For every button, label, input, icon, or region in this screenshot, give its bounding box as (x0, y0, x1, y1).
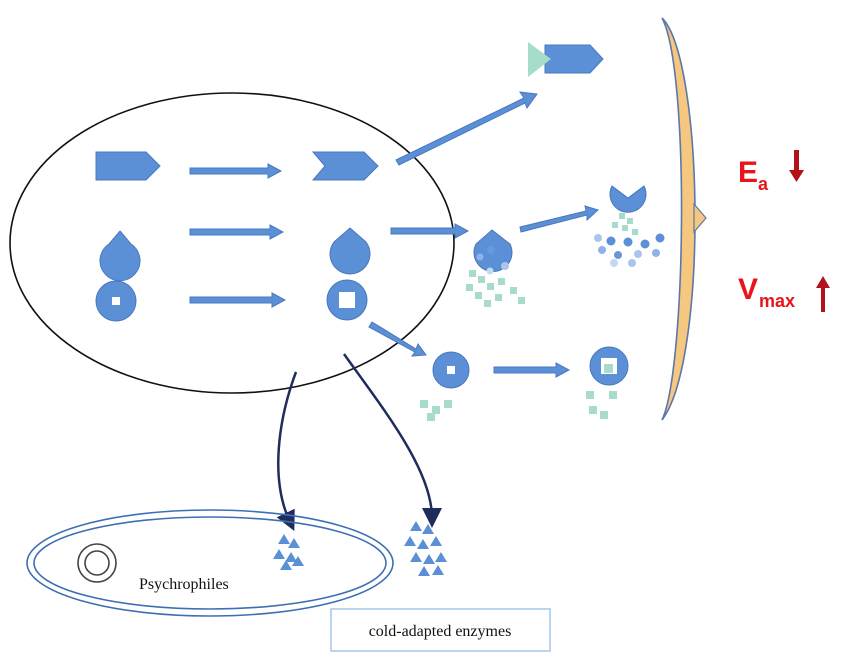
green-substrate-triangle-icon (528, 42, 551, 77)
pacman-enzyme-icon-4 (609, 185, 647, 213)
enzyme-substrate-complex (466, 229, 525, 307)
down-arrow-icon (789, 150, 804, 182)
ring-substrate-complex (420, 351, 470, 421)
row2-exit-arrow (390, 223, 470, 239)
middle-to-right-arrow (519, 205, 599, 233)
row1-arrow (189, 163, 283, 179)
vmax-label: V max (738, 273, 830, 312)
enzymes-label-box: cold-adapted enzymes (330, 608, 551, 652)
row1-initial-tag (95, 151, 161, 181)
ea-sub-text: a (758, 174, 769, 194)
row2-initial-enzyme (99, 230, 141, 282)
triangle-cluster-icon-2 (404, 521, 447, 576)
chevron-tag-icon (311, 151, 379, 181)
bracket-tip-arrow (693, 202, 707, 234)
curved-bracket (661, 17, 707, 421)
row2-arrow (189, 224, 285, 240)
product-chevron-tag-icon (544, 44, 604, 74)
psychrophile-cell: Psychrophiles (26, 509, 394, 617)
product-tag-top (528, 42, 604, 77)
enzyme-product-cluster (594, 185, 665, 267)
activation-energy-label: E a (738, 150, 804, 194)
double-circle-cell-icon (77, 543, 117, 583)
pacman-enzyme-icon-2 (329, 227, 371, 275)
row2-final-enzyme (329, 227, 371, 275)
row1-final-tag (311, 151, 379, 181)
up-arrow-icon (816, 276, 830, 312)
triangle-cluster-icon (273, 534, 304, 570)
diagonal-arrow-top (395, 91, 538, 166)
pentagon-tag-icon (95, 151, 161, 181)
dark-curved-arrow-left (276, 371, 298, 532)
pacman-enzyme-icon (99, 230, 141, 282)
dark-curved-arrow-right (342, 353, 442, 528)
vmax-sub-text: max (759, 291, 795, 311)
vmax-main-text: V (738, 273, 758, 306)
bottom-right-arrow (493, 362, 571, 378)
cold-adapted-enzymes-label: cold-adapted enzymes (369, 623, 512, 640)
row3-arrow (189, 292, 287, 308)
enzyme-ellipse (9, 92, 455, 394)
row3-initial-enzyme (95, 280, 137, 322)
row3-final-enzyme (326, 279, 368, 321)
ring-product-complex (586, 346, 629, 419)
ea-main-text: E (738, 156, 758, 189)
psychrophiles-label: Psychrophiles (139, 576, 229, 593)
row3-exit-arrow (368, 321, 427, 357)
